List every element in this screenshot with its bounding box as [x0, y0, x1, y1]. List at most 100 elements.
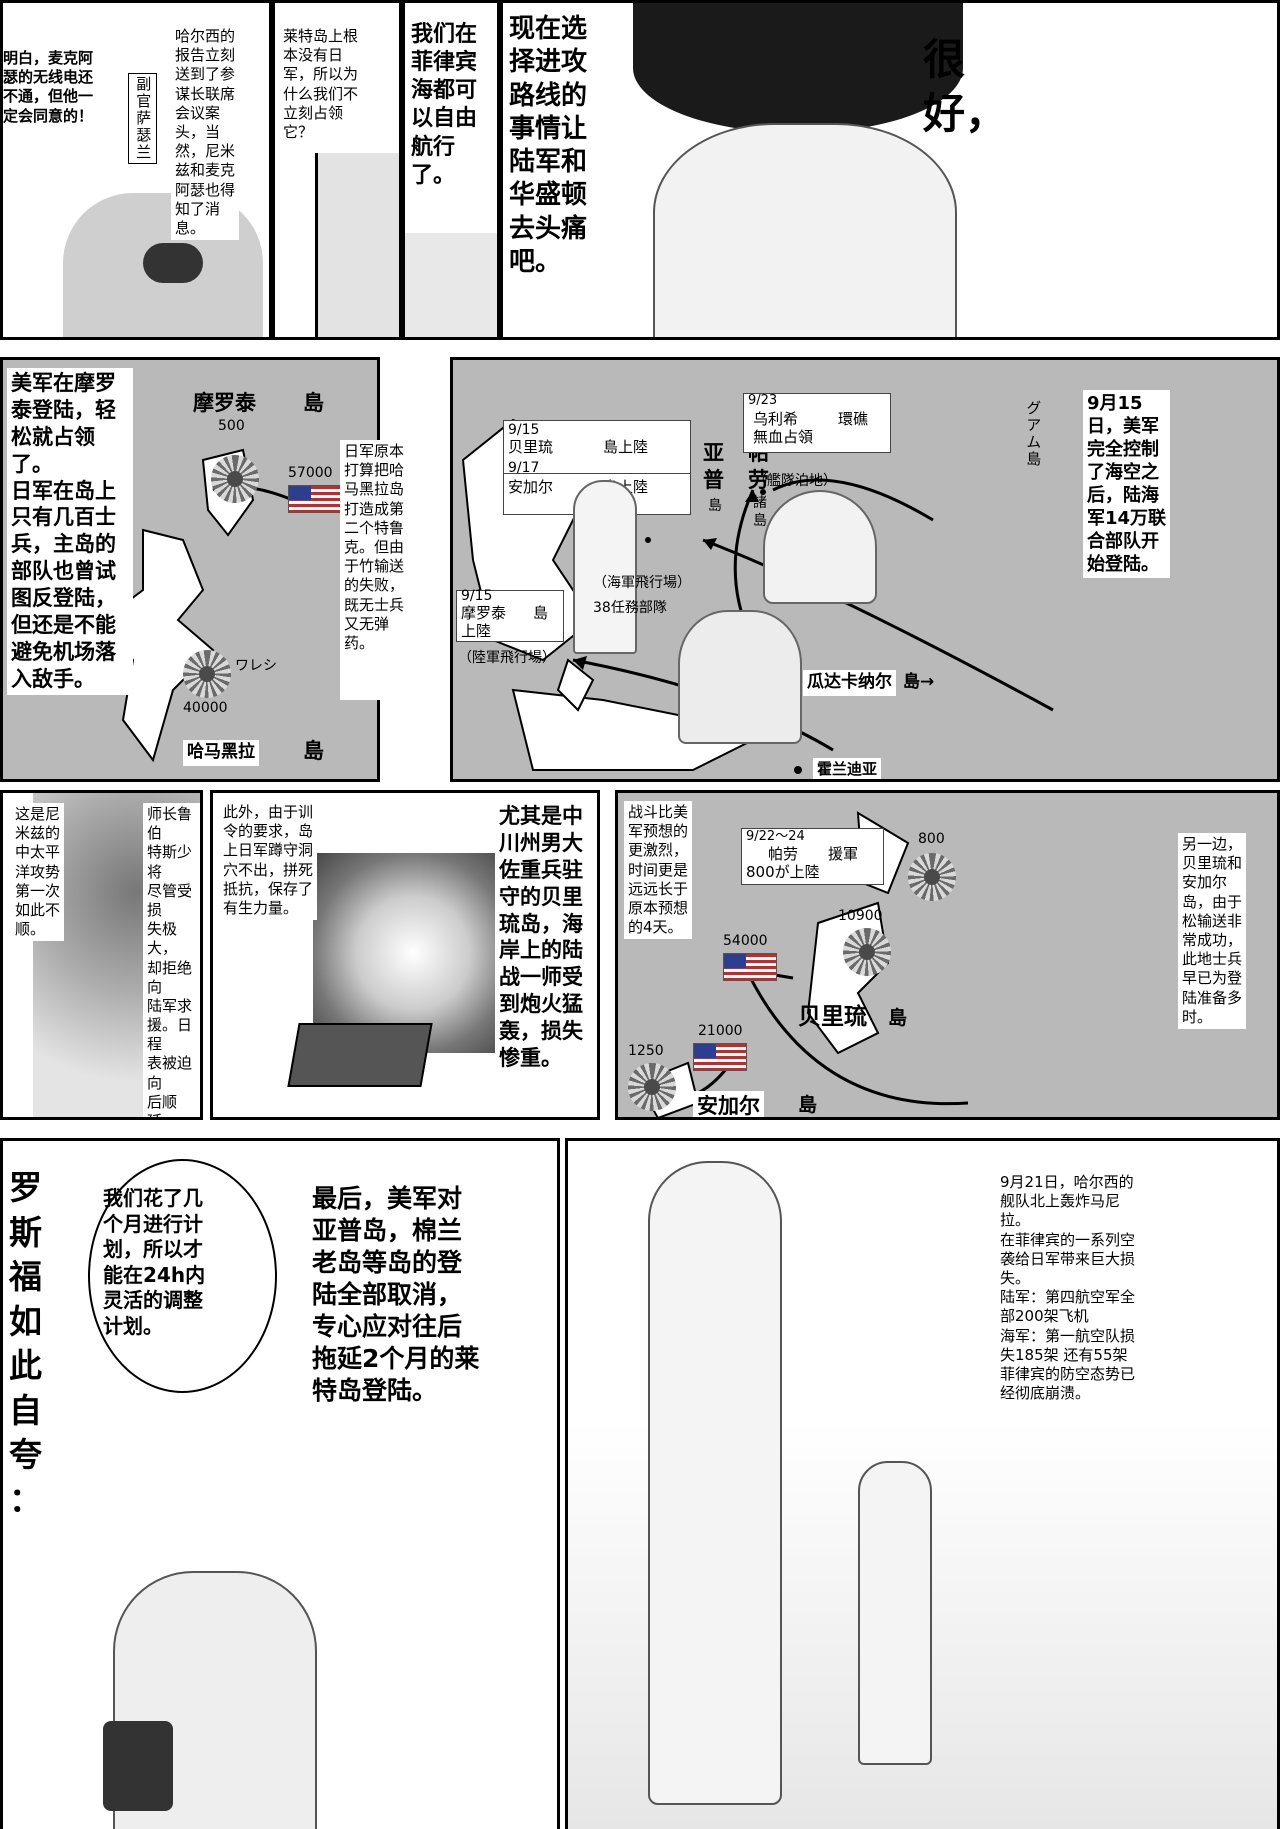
narration-box: 最后，美军对 亚普岛，棉兰 老岛等岛的登 陆全部取消， 专心应对往后 拖延2个月…: [308, 1181, 484, 1409]
microphones-illustration: [103, 1721, 173, 1811]
narration-box: 战斗比美 军预想的 更激烈， 时间更是 远远长于 原本预想 的4天。: [624, 801, 693, 940]
japanese-troops-count: 1250: [628, 1043, 664, 1059]
peleliu-label: 贝里琉: [798, 1004, 867, 1030]
reinforcement-badge: [741, 828, 884, 885]
reinforcement-date: 9/22～24: [746, 829, 805, 844]
admiral-face-illustration: [653, 123, 957, 337]
speech-bubble-text: 现在选 择进攻 路线的 事情让 陆军和 华盛顿 去头痛 吧。: [509, 14, 588, 277]
nimitz-portrait-illustration: [763, 490, 877, 604]
narration-box: 哈尔西的 报告立刻 送到了参 谋长联席 会议案 头，当 然，尼米 兹和麦克 阿瑟…: [171, 25, 240, 241]
narration-box: 尤其是中 川州男大 佐重兵驻 守的贝里 琉岛，海 岸上的陆 战一师受 到炮火猛 …: [495, 801, 587, 1074]
reinforcement-label: 援軍: [828, 845, 859, 863]
panel-palau-map: 9/15 贝里琉 島上陸 9/17 安加尔 島上陸 帕 劳 諸 島 9/23 乌…: [450, 357, 1280, 782]
face-illustration: [405, 233, 497, 337]
panel-battle-left: 这是尼 米兹的 中太平 洋攻势 第一次 如此不 顺。 师长鲁伯 特斯少将 尽管受…: [0, 790, 203, 1120]
macarthur-portrait-illustration: [678, 610, 802, 744]
angaur-label: 安加尔: [508, 478, 554, 496]
landing-date: 9/15: [508, 422, 540, 438]
speech-bubble-text: 明白，麦克阿 瑟的无线电还 不通，但他一 定会同意的！: [3, 49, 94, 125]
panel-halmahera-note: 日军原本 打算把哈 马黑拉岛 打造成第 二个特鲁 克。但由 于竹输送 的失败， …: [340, 440, 450, 700]
yap-island-label: 島: [708, 498, 722, 514]
morotai-label: 摩罗泰: [461, 604, 507, 622]
island-label: 島: [888, 1007, 908, 1029]
japanese-flag-icon: [908, 853, 956, 901]
radio-handset-illustration: [143, 243, 203, 283]
angaur-label: 安加尔: [693, 1091, 764, 1117]
landing-label: 上陸: [461, 622, 492, 640]
guadalcanal-label: 瓜达卡纳尔: [803, 670, 896, 696]
us-troops-count: 57000: [288, 465, 333, 481]
peleliu-label: 贝里琉: [508, 438, 554, 456]
narration-vertical: 罗 斯 福 如 此 自 夸 ：: [9, 1168, 42, 1519]
japanese-troops-count: 40000: [183, 700, 228, 716]
us-flag-icon: [723, 953, 777, 981]
panel-beach-landing: 此外，由于训 令的要求，岛 上日军蹲守洞 穴不出，拼死 抵抗，保存了 有生力量。…: [210, 790, 600, 1120]
island-arrow-label: 島→: [903, 672, 935, 692]
guam-label: グアム島: [1024, 400, 1043, 468]
character-illustration: [573, 480, 637, 654]
island-label: 島: [798, 1094, 818, 1116]
ulithi-label: 乌利希: [753, 410, 799, 428]
shipgirl-illustration: [648, 1161, 782, 1805]
panel-sea-freedom: 我们在 菲律宾 海都可 以自由 航行 了。: [402, 0, 500, 340]
shipgirl-illustration: [858, 1461, 932, 1765]
officer-profile-illustration: [315, 153, 399, 337]
navy-airfield-label: （海軍飛行場）: [593, 575, 691, 591]
island-label: 島: [303, 739, 324, 763]
halmahera-label: 哈马黑拉: [183, 740, 259, 766]
us-flag-icon: [693, 1043, 747, 1071]
yap-label: 亚 普: [703, 441, 724, 492]
panel-destroyers-beach: 9月21日，哈尔西的 舰队北上轰炸马尼 拉。 在菲律宾的一系列空 袭给日军带来巨…: [565, 1138, 1280, 1829]
panel-roosevelt: 罗 斯 福 如 此 自 夸 ： 我们花了几 个月进行计 划，所以才 能在24h内…: [0, 1138, 560, 1829]
narration-box: 另一边， 贝里琉和 安加尔 岛，由于 松输送非 常成功， 此地士兵 早已为登 陆…: [1178, 833, 1247, 1029]
speech-bubble-text: 我们花了几 个月进行计 划，所以才 能在24h内 灵活的调整 计划。: [103, 1186, 206, 1338]
admiral-cap-illustration: [633, 3, 963, 133]
japanese-flag-icon: [843, 928, 891, 976]
landing-date: 9/23: [748, 393, 778, 408]
explosion-illustration: [313, 853, 513, 1053]
landing-date: 9/15: [461, 588, 493, 604]
narration-box: 9月15 日，美军 完全控制 了海空之 后，陆海 军14万联 合部队开 始登陆。: [1083, 390, 1171, 579]
speech-bubble: [88, 1159, 277, 1393]
wasile-label: ワレシ: [235, 658, 277, 674]
island-landing-label: 島上陸: [603, 438, 649, 456]
character-caption: 副官萨瑟兰: [128, 73, 158, 164]
panel-peleliu-map: 战斗比美 军预想的 更激烈， 时间更是 远远长于 原本预想 的4天。 9/22～…: [615, 790, 1280, 1120]
panel-admiral-closeup: 现在选 择进攻 路线的 事情让 陆军和 华盛顿 去头痛 吧。 很 好，: [500, 0, 1280, 340]
ulithi-badge: [743, 393, 891, 453]
japanese-flag-icon: [183, 650, 231, 698]
japanese-troops-count: 10900: [838, 908, 883, 924]
speech-bubble-text: 我们在 菲律宾 海都可 以自由 航行 了。: [411, 22, 478, 188]
palau-label: 帕劳: [768, 845, 799, 863]
narration-box: 此外，由于训 令的要求，岛 上日军蹲守洞 穴不出，拼死 抵抗，保存了 有生力量。: [219, 801, 318, 921]
japanese-flag-icon: [211, 455, 259, 503]
panel-officer-question: 莱特岛上根 本没有日 军，所以为 什么我们不 立刻占领 它？: [272, 0, 402, 340]
narration-box: 师长鲁伯 特斯少将 尽管受损 失极大， 却拒绝向 陆军求 援。日程 表被迫向 后…: [143, 803, 200, 1117]
atoll-label: 環礁: [838, 410, 869, 428]
island-label: 島: [533, 604, 549, 622]
landing-craft-illustration: [287, 1023, 433, 1087]
peleliu-landing-badge: [503, 420, 691, 474]
narration-box: 日军原本 打算把哈 马黑拉岛 打造成第 二个特鲁 克。但由 于竹输送 的失败， …: [340, 440, 409, 656]
narration-box: 美军在摩罗 泰登陆，轻 松就占领 了。 日军在岛上 只有几百士 兵，主岛的 部队…: [7, 368, 133, 695]
morotai-label: 摩罗泰: [193, 391, 256, 415]
unopposed-label: 無血占領: [753, 428, 814, 446]
landed-label: 800が上陸: [746, 863, 820, 881]
army-airfield-label: （陸軍飛行場）: [458, 650, 556, 666]
narration-box: 这是尼 米兹的 中太平 洋攻势 第一次 如此不 顺。: [11, 803, 65, 942]
us-troops-count: 54000: [723, 933, 768, 949]
narration-box: 9月21日，哈尔西的 舰队北上轰炸马尼 拉。 在菲律宾的一系列空 袭给日军带来巨…: [996, 1171, 1140, 1406]
japanese-troops-count: 800: [918, 831, 945, 847]
palau-islands-label: 諸 島: [753, 495, 767, 529]
panel-radio-operator: 明白，麦克阿 瑟的无线电还 不通，但他一 定会同意的！ 副官萨瑟兰 哈尔西的 报…: [0, 0, 272, 340]
island-label: 島: [303, 391, 324, 415]
panel-morotai-map: 美军在摩罗 泰登陆，轻 松就占领 了。 日军在岛上 只有几百士 兵，主岛的 部队…: [0, 357, 380, 782]
japanese-flag-icon: [628, 1063, 676, 1111]
fleet-anchorage-label: （艦隊泊地）: [753, 473, 837, 489]
us-troops-count: 21000: [698, 1023, 743, 1039]
speech-bubble-text: 莱特岛上根 本没有日 军，所以为 什么我们不 立刻占领 它？: [279, 25, 363, 145]
landing-date: 9/17: [508, 460, 540, 476]
hollandia-label: 霍兰迪亚: [813, 758, 882, 779]
task-force-label: 38任務部隊: [593, 600, 667, 616]
exclamation-text: 很 好，: [923, 35, 1008, 138]
